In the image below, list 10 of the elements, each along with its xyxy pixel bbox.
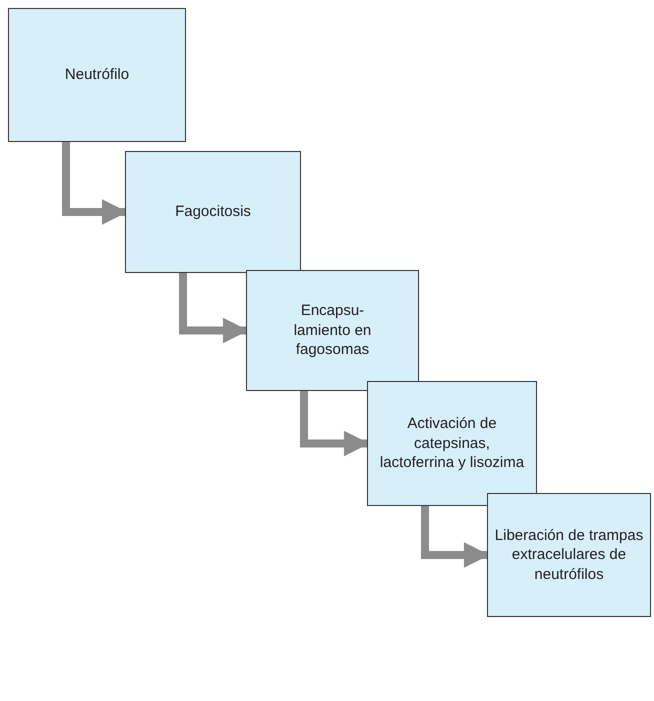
node-label: Fagocitosis — [174, 202, 252, 222]
node-label: Encapsu- lamiento en fagosomas — [292, 301, 372, 360]
process-box — [125, 151, 301, 273]
process-box — [487, 493, 651, 617]
process-box — [8, 8, 186, 142]
process-box — [246, 270, 419, 391]
node-label: Neutrófilo — [64, 65, 130, 85]
node-label: Liberación de trampas extracelulares de neutrófilos — [494, 526, 644, 584]
process-box — [367, 381, 537, 506]
node-label: Activación de catepsinas, lactoferrina y lisozima — [378, 414, 526, 473]
